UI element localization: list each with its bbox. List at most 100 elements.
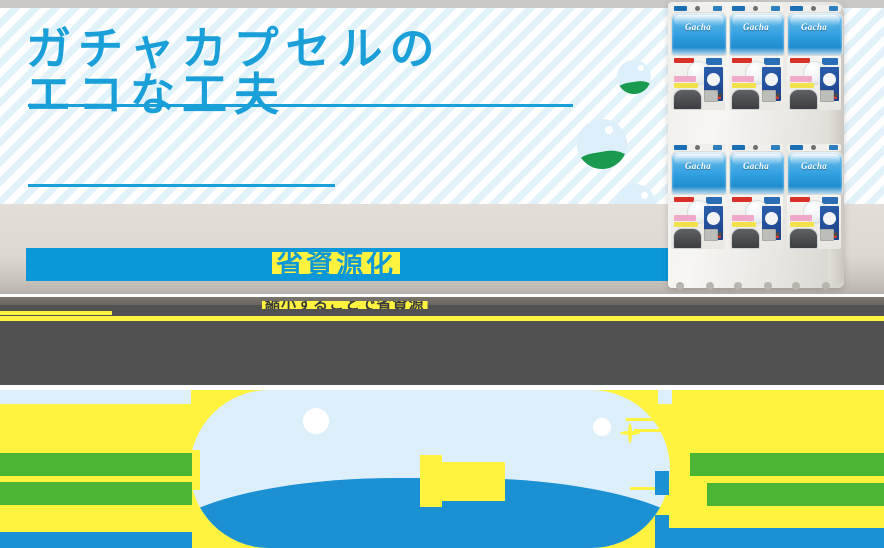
yellow-rule-short (0, 311, 112, 315)
yellow-overlay-right (672, 404, 884, 548)
capsule-highlight-dot (605, 126, 613, 134)
globe-gloss (674, 154, 724, 165)
blue-bar-bottom-right (655, 528, 884, 548)
red-price-tag (732, 197, 752, 202)
dispensing-window (789, 228, 818, 249)
poster-character (823, 212, 836, 225)
caster-wheel-icon (792, 282, 800, 290)
key-hole-icon (718, 232, 722, 236)
blue-accent-small (655, 515, 669, 528)
machine-brand-label: Gacha (743, 161, 769, 171)
sparkle-line-1 (626, 418, 686, 421)
unit-front-panel (787, 195, 841, 249)
pink-label-strip (732, 76, 754, 82)
machine-brand-label: Gacha (801, 161, 827, 171)
label-plate (771, 145, 780, 150)
machine-unit: Gacha (670, 143, 727, 280)
yellow-overlay-center (430, 462, 505, 501)
section-heading: 省資源化 (272, 252, 400, 274)
capsule-globe (729, 151, 785, 195)
red-price-tag (674, 58, 694, 63)
coin-slot-mechanism (762, 229, 776, 241)
machine-unit: Gacha (728, 4, 785, 141)
yellow-rule-full (0, 316, 884, 321)
unit-front-panel (671, 56, 725, 110)
key-hole-icon (776, 93, 780, 97)
capsule-globe (671, 151, 727, 195)
globe-gloss (790, 154, 840, 165)
brand-logo-icon (790, 6, 803, 11)
brand-logo-icon (732, 6, 745, 11)
blue-info-plate (706, 58, 722, 65)
sparkle-line-2 (634, 429, 686, 432)
label-plate (771, 6, 780, 11)
key-hole-icon (834, 93, 838, 97)
poster-character (707, 73, 720, 86)
green-text-bar-left-2 (0, 482, 192, 505)
blue-info-plate (764, 58, 780, 65)
poster-character (765, 212, 778, 225)
coin-slot-mechanism (704, 90, 718, 102)
coin-slot-mechanism (820, 229, 834, 241)
section-sub-caption: 縮小することで省資源 (262, 301, 428, 309)
dispensing-window (789, 89, 818, 110)
capsule-highlight-dot-large (303, 408, 329, 434)
decorative-capsule-icon-3 (614, 184, 656, 204)
capsule-globe (729, 12, 785, 56)
dispensing-window (673, 89, 702, 110)
label-plate (713, 145, 722, 150)
lock-knob-icon (811, 145, 816, 150)
poster-character (765, 73, 778, 86)
caster-wheel-icon (764, 282, 772, 290)
decorative-capsule-icon-1 (617, 60, 651, 94)
globe-gloss (732, 15, 782, 26)
brand-logo-icon (732, 145, 745, 150)
pink-label-strip (732, 215, 754, 221)
capsule-highlight-dot (638, 65, 644, 71)
yellow-label-strip (732, 83, 756, 88)
capsule-highlight-dot-small (593, 418, 611, 436)
red-price-tag (732, 58, 752, 63)
machine-brand-label: Gacha (685, 161, 711, 171)
poster-character (707, 212, 720, 225)
pink-label-strip (790, 215, 812, 221)
unit-front-panel (671, 195, 725, 249)
machine-column-3: Gacha (786, 4, 843, 282)
key-hole-icon (776, 232, 780, 236)
machine-unit: Gacha (786, 4, 843, 141)
unit-front-panel (787, 56, 841, 110)
title-underline-line-1 (28, 104, 573, 107)
lightblue-strip-left (0, 390, 191, 404)
capsule-globe (787, 12, 843, 56)
machine-casters (672, 282, 840, 291)
globe-gloss (674, 15, 724, 26)
brand-logo-icon (790, 145, 803, 150)
blue-bar-bottom-left (0, 532, 192, 548)
top-gray-strip (0, 0, 884, 8)
label-plate (829, 6, 838, 11)
caster-wheel-icon (734, 282, 742, 290)
dispensing-window (731, 89, 760, 110)
coin-slot-mechanism (762, 90, 776, 102)
unit-front-panel (729, 195, 783, 249)
pink-label-strip (674, 76, 696, 82)
coin-slot-mechanism (820, 90, 834, 102)
pink-label-strip (790, 76, 812, 82)
blue-accent-mid (655, 471, 669, 495)
key-hole-icon (718, 93, 722, 97)
blue-info-plate (822, 58, 838, 65)
capsule-globe (671, 12, 727, 56)
machine-column-1: Gacha (670, 4, 727, 282)
green-text-bar-left-1 (0, 453, 192, 476)
coin-slot-mechanism (704, 229, 718, 241)
sparkle-icon (620, 423, 640, 443)
globe-gloss (732, 154, 782, 165)
green-text-bar-right-2 (707, 483, 884, 506)
title-underline-line-2 (28, 184, 335, 187)
caster-wheel-icon (706, 282, 714, 290)
green-text-bar-right-1 (690, 453, 884, 476)
poster-character (823, 73, 836, 86)
blue-info-plate (764, 197, 780, 204)
gachapon-machine-image: Gacha (662, 0, 848, 296)
